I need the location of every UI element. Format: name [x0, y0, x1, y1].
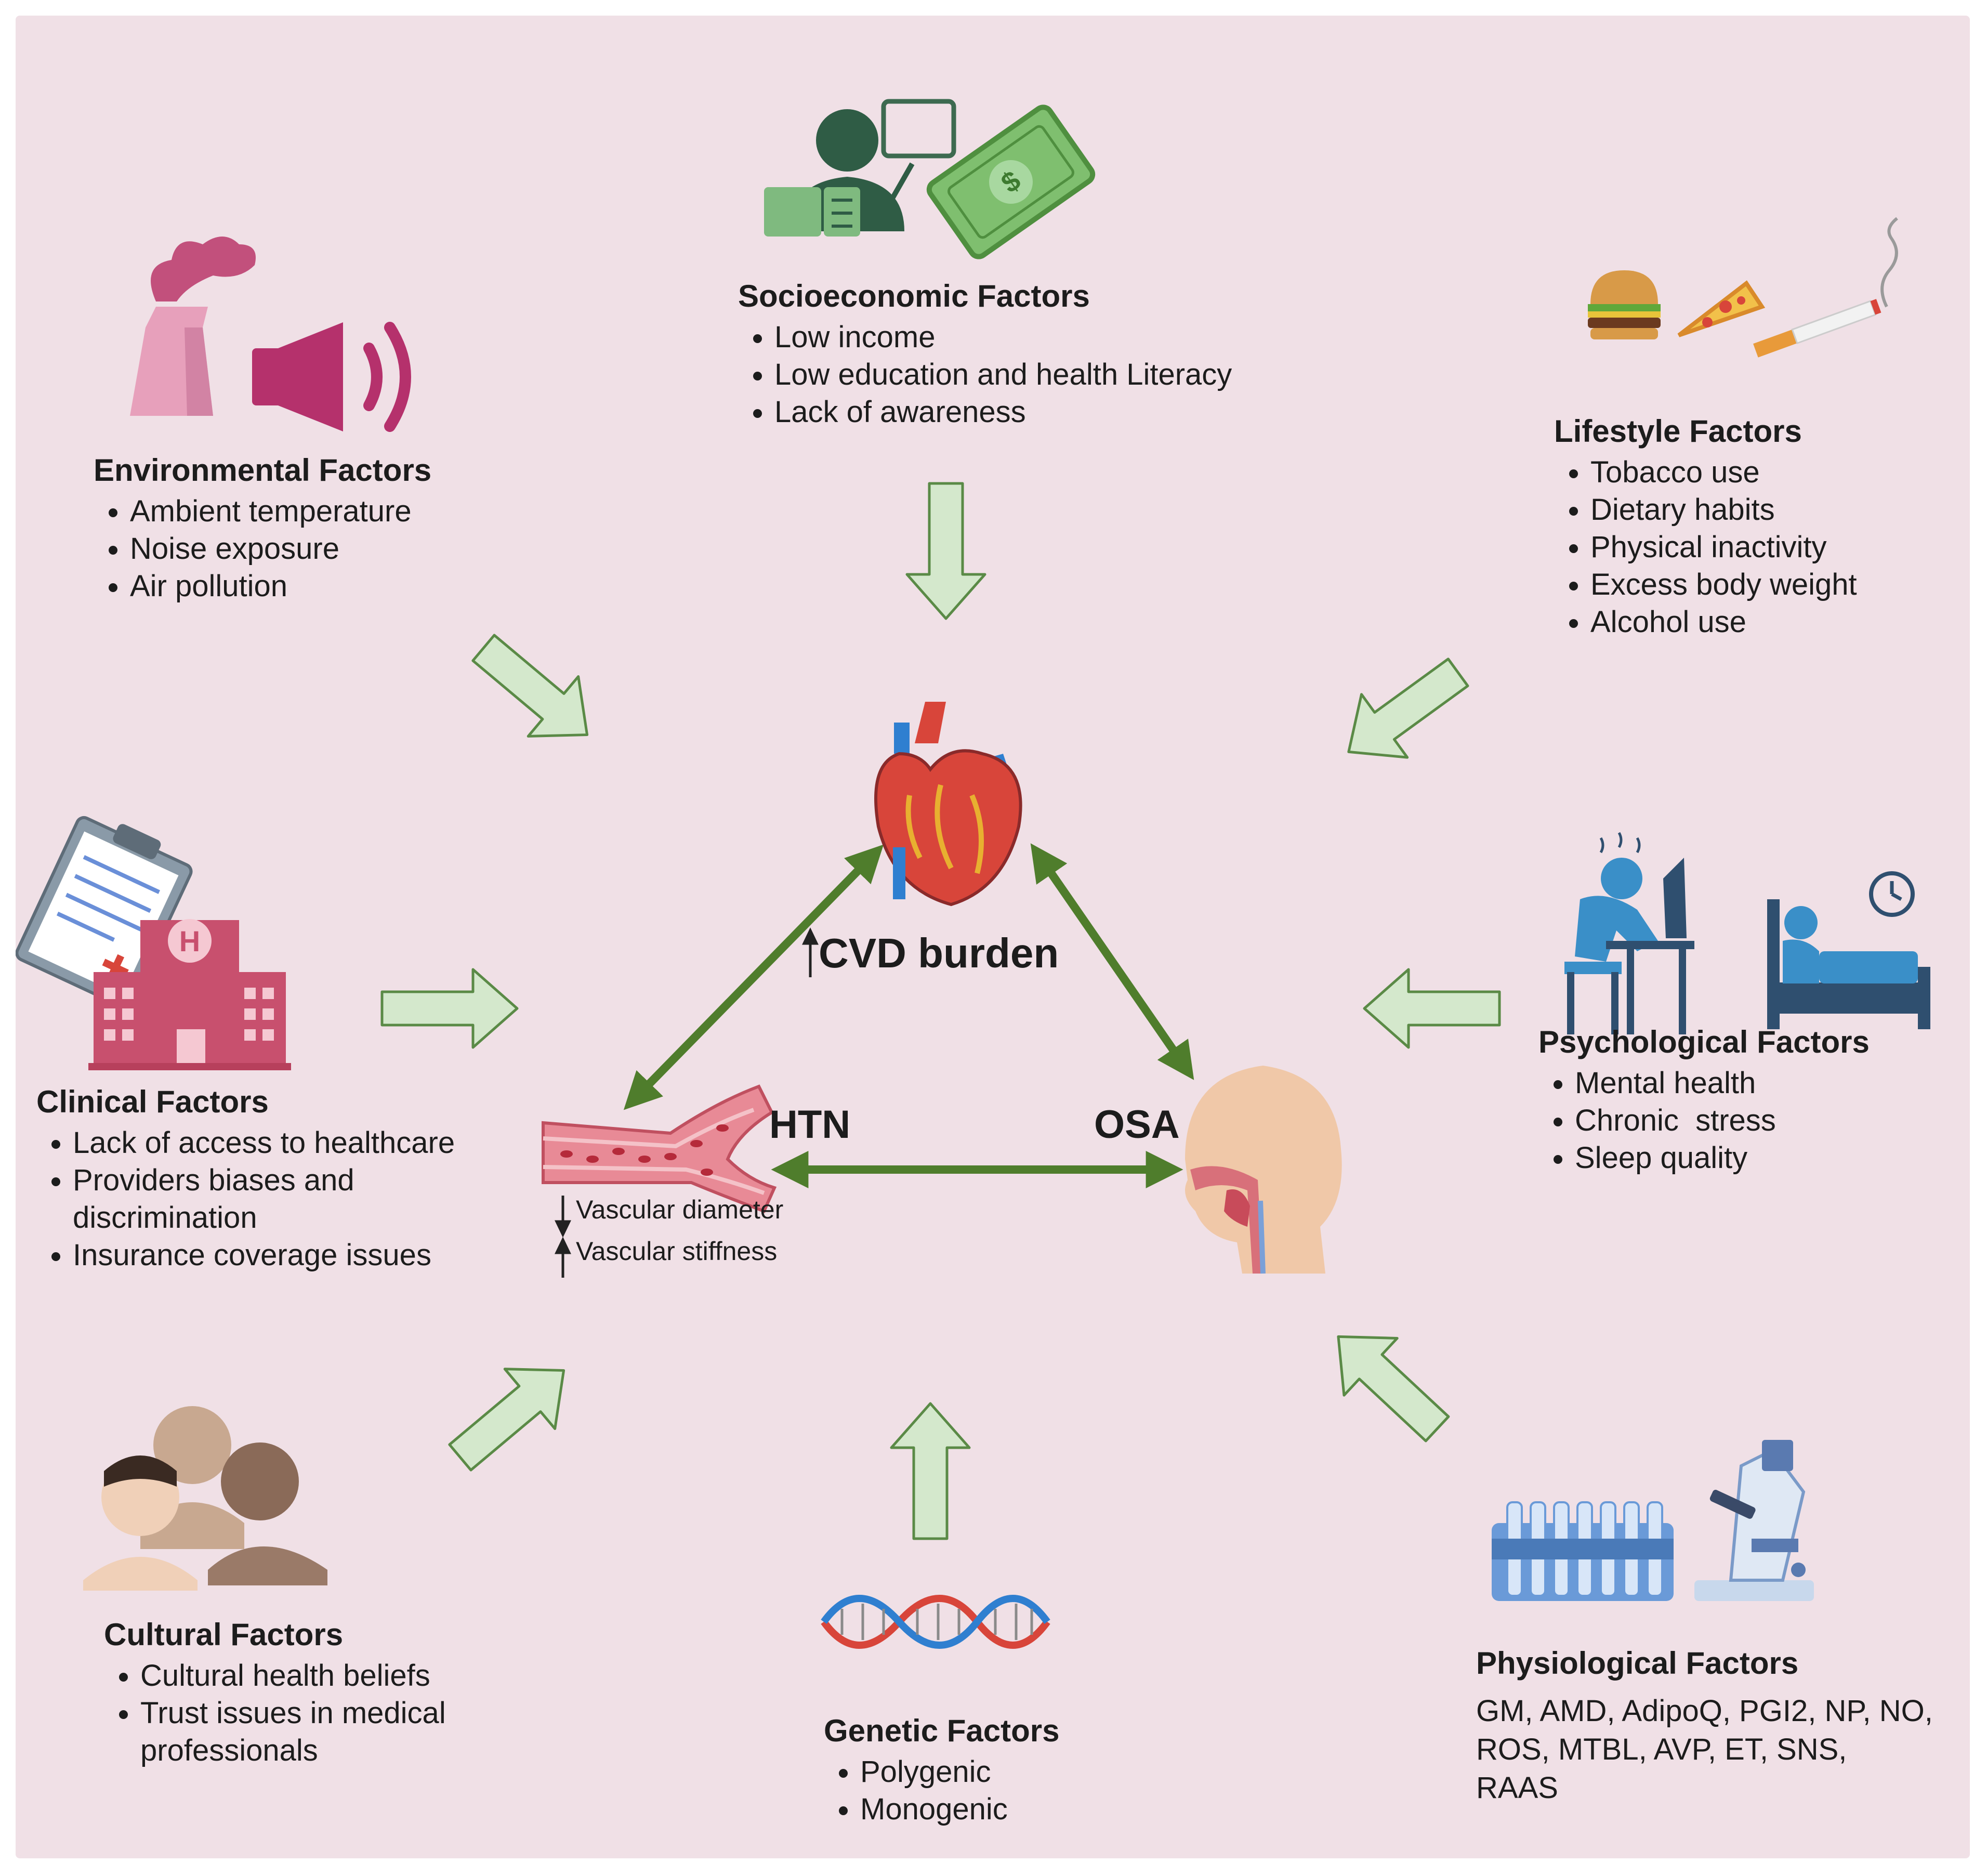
clinical-list: Lack of access to healthcare Providers b…: [36, 1124, 525, 1274]
list-item: Low income: [774, 319, 1232, 356]
list-item: Chronic stress: [1575, 1102, 1870, 1139]
svg-text:H: H: [179, 925, 200, 957]
test-tubes-icon: [1492, 1501, 1674, 1601]
list-item: Excess body weight: [1590, 566, 1857, 604]
arrow-cultural: [448, 1368, 565, 1472]
arrow-psychological: [1363, 968, 1501, 1049]
arrow-socioeconomic: [905, 482, 986, 620]
hospital-icon: H: [88, 919, 291, 1070]
diagram-graphics: $ H: [16, 99, 1930, 1649]
burger-icon: [1588, 270, 1661, 339]
link-cvd-osa: [1030, 843, 1194, 1080]
psychological-block: Psychological Factors Mental health Chro…: [1538, 1024, 1870, 1177]
environmental-title: Environmental Factors: [94, 453, 432, 488]
psychological-list: Mental health Chronic stress Sleep quali…: [1538, 1065, 1870, 1177]
cultural-block: Cultural Factors Cultural health beliefs…: [104, 1617, 473, 1769]
stressed-person-icon: [1564, 832, 1694, 1034]
vascular-diameter-label: Vascular diameter: [576, 1195, 784, 1224]
arrow-environmental: [471, 634, 589, 738]
list-item: Physical inactivity: [1590, 529, 1857, 566]
list-item: Alcohol use: [1590, 604, 1857, 641]
arrow-lifestyle: [1347, 658, 1469, 759]
genetic-title: Genetic Factors: [824, 1713, 1060, 1748]
lifestyle-block: Lifestyle Factors Tobacco use Dietary ha…: [1554, 413, 1857, 641]
list-item: Sleep quality: [1575, 1139, 1870, 1177]
genetic-list: Polygenic Monogenic: [824, 1753, 1060, 1828]
people-icon: [83, 1406, 327, 1591]
cultural-title: Cultural Factors: [104, 1617, 344, 1652]
list-item: Ambient temperature: [130, 493, 431, 530]
clinical-block: Clinical Factors Lack of access to healt…: [36, 1084, 525, 1274]
dna-icon: [821, 1595, 1050, 1649]
pizza-icon: [1677, 280, 1766, 337]
list-item: Polygenic: [860, 1753, 1060, 1791]
speaker-icon: [252, 322, 411, 432]
money-icon: $: [926, 104, 1096, 259]
bed-clock-icon: [1767, 871, 1930, 1029]
environmental-block: Environmental Factors Ambient temperatur…: [94, 452, 431, 605]
list-item: Tobacco use: [1590, 454, 1857, 491]
cultural-list: Cultural health beliefs Trust issues in …: [104, 1657, 473, 1769]
htn-label: HTN: [769, 1103, 851, 1147]
list-item: Insurance coverage issues: [73, 1237, 525, 1274]
socioeconomic-block: Socioeconomic Factors Low income Low edu…: [738, 278, 1232, 431]
vascular-stiffness-label: Vascular stiffness: [576, 1237, 778, 1266]
blood-vessel-icon: [542, 1084, 777, 1213]
cigarette-icon: [1753, 217, 1898, 358]
down-arrow-diameter: [555, 1196, 571, 1238]
physiological-block: Physiological Factors GM, AMD, AdipoQ, P…: [1476, 1645, 1933, 1807]
arrow-clinical: [380, 968, 519, 1049]
up-arrow-stiffness: [555, 1237, 571, 1278]
heart-icon: [874, 702, 1022, 907]
cvd-burden-label: CVD burden: [819, 930, 1059, 976]
physiological-title: Physiological Factors: [1476, 1646, 1799, 1681]
lifestyle-list: Tobacco use Dietary habits Physical inac…: [1554, 454, 1857, 641]
factory-icon: [130, 237, 256, 416]
lifestyle-title: Lifestyle Factors: [1554, 414, 1802, 449]
list-item: Trust issues in medical professionals: [140, 1695, 473, 1769]
list-item: Dietary habits: [1590, 491, 1857, 529]
list-item: Noise exposure: [130, 530, 431, 568]
clinical-title: Clinical Factors: [36, 1084, 269, 1119]
list-item: Low education and health Literacy: [774, 356, 1232, 393]
osa-label: OSA: [1094, 1103, 1180, 1147]
head-airway-icon: [1185, 1066, 1342, 1274]
microscope-icon: [1694, 1440, 1814, 1601]
up-arrow-cvd: [802, 927, 819, 977]
list-item: Monogenic: [860, 1791, 1060, 1828]
diagram-canvas: $ H: [16, 16, 1970, 1858]
list-item: Air pollution: [130, 568, 431, 605]
list-item: Cultural health beliefs: [140, 1657, 473, 1695]
physiological-text: GM, AMD, AdipoQ, PGI2, NP, NO, ROS, MTBL…: [1476, 1694, 1933, 1805]
list-item: Mental health: [1575, 1065, 1870, 1102]
link-cvd-htn: [623, 844, 884, 1110]
list-item: Providers biases and discrimination: [73, 1162, 379, 1237]
genetic-block: Genetic Factors Polygenic Monogenic: [824, 1713, 1060, 1828]
socioeconomic-list: Low income Low education and health Lite…: [738, 319, 1232, 431]
psychological-title: Psychological Factors: [1538, 1025, 1870, 1059]
list-item: Lack of awareness: [774, 393, 1232, 431]
socioeconomic-title: Socioeconomic Factors: [738, 279, 1090, 313]
arrow-genetic: [890, 1402, 971, 1540]
arrow-physiological: [1337, 1335, 1450, 1442]
teacher-icon: [764, 99, 956, 237]
list-item: Lack of access to healthcare: [73, 1124, 525, 1162]
environmental-list: Ambient temperature Noise exposure Air p…: [94, 493, 431, 605]
